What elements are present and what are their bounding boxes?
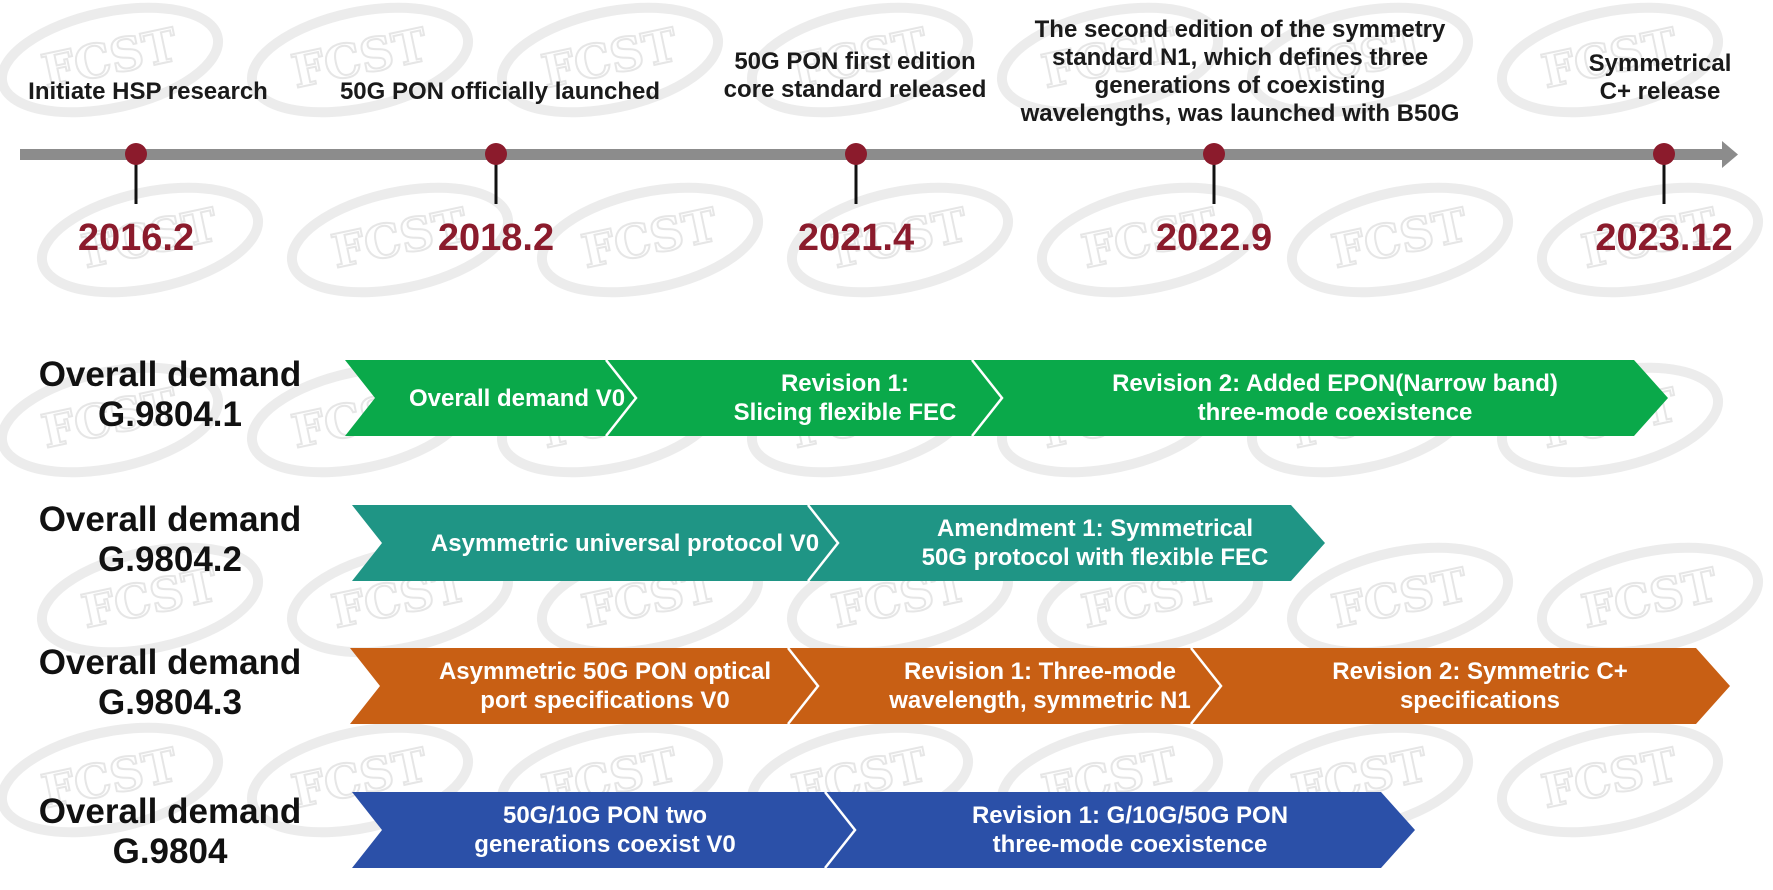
segment-label-g9804-rev1: Revision 1: G/10G/50G PON three-mode coe… — [971, 802, 1289, 858]
segment-label-g9804-1-rev2: Revision 2: Added EPON(Narrow band) thre… — [1112, 370, 1558, 426]
row-title-line2: G.9804.2 — [98, 540, 242, 579]
chevron-separator — [971, 359, 1004, 437]
segment-label-g9804-1-v0: Overall demand V0 — [408, 384, 626, 412]
segment-label-g9804-3-v0: Asymmetric 50G PON optical port specific… — [438, 658, 772, 714]
segment-label-g9804-3-rev2: Revision 2: Symmetric C+ specifications — [1332, 658, 1628, 714]
year-2023: 2023.12 — [1595, 217, 1733, 259]
chevron-separator — [1190, 647, 1223, 725]
chevron-separator — [824, 791, 857, 869]
bands — [345, 359, 1730, 869]
event-label-2016: Initiate HSP research — [28, 78, 268, 105]
band-row-1 — [345, 360, 1668, 436]
chevron-separator — [605, 359, 638, 437]
year-2018: 2018.2 — [437, 217, 555, 259]
watermark-logo: FCST — [246, 2, 474, 118]
timeline-bar — [20, 149, 1725, 160]
watermark-logo: FCST — [1496, 722, 1724, 838]
row-title-line2: G.9804 — [112, 832, 228, 871]
timeline-arrowhead — [1722, 141, 1738, 168]
row-title-g9804-3: Overall demand G.9804.3 — [20, 643, 320, 723]
milestone-dot — [125, 143, 147, 165]
event-label-2023: Symmetrical C+ release — [1588, 50, 1732, 105]
chevron-separator — [787, 647, 820, 725]
segment-label-g9804-v0: 50G/10G PON two generations coexist V0 — [474, 802, 736, 858]
milestone-dot — [1203, 143, 1225, 165]
row-title-g9804-2: Overall demand G.9804.2 — [20, 500, 320, 580]
timeline-axis — [20, 141, 1738, 168]
chevron-separator — [807, 504, 840, 582]
event-label-2018: 50G PON officially launched — [339, 78, 661, 105]
watermark-logo: FCST — [1286, 182, 1514, 298]
year-2016: 2016.2 — [77, 217, 195, 259]
row-title-line1: Overall demand — [38, 792, 302, 831]
row-title-g9804-1: Overall demand G.9804.1 — [20, 355, 320, 435]
milestone-dot — [485, 143, 507, 165]
watermark-logo: FCST — [0, 2, 224, 118]
row-title-g9804: Overall demand G.9804 — [20, 792, 320, 872]
band-row-4 — [352, 792, 1415, 868]
segment-label-g9804-1-rev1: Revision 1: Slicing flexible FEC — [733, 370, 957, 426]
row-title-line2: G.9804.1 — [98, 395, 242, 434]
milestones — [125, 143, 1675, 204]
segment-label-g9804-2-v0: Asymmetric universal protocol V0 — [430, 529, 820, 557]
row-title-line1: Overall demand — [38, 643, 302, 682]
year-2022: 2022.9 — [1155, 217, 1273, 259]
row-title-line1: Overall demand — [38, 500, 302, 539]
milestone-dot — [845, 143, 867, 165]
row-title-line1: Overall demand — [38, 355, 302, 394]
band-row-3 — [350, 648, 1730, 724]
event-label-2021: 50G PON first edition core standard rele… — [723, 48, 987, 103]
segment-label-g9804-2-amd1: Amendment 1: Symmetrical 50G protocol wi… — [921, 515, 1269, 571]
segment-label-g9804-3-rev1: Revision 1: Three-mode wavelength, symme… — [889, 658, 1191, 714]
event-label-2022: The second edition of the symmetry stand… — [1020, 16, 1460, 127]
milestone-dot — [1653, 143, 1675, 165]
row-title-line2: G.9804.3 — [98, 683, 242, 722]
year-2021: 2021.4 — [797, 217, 915, 259]
